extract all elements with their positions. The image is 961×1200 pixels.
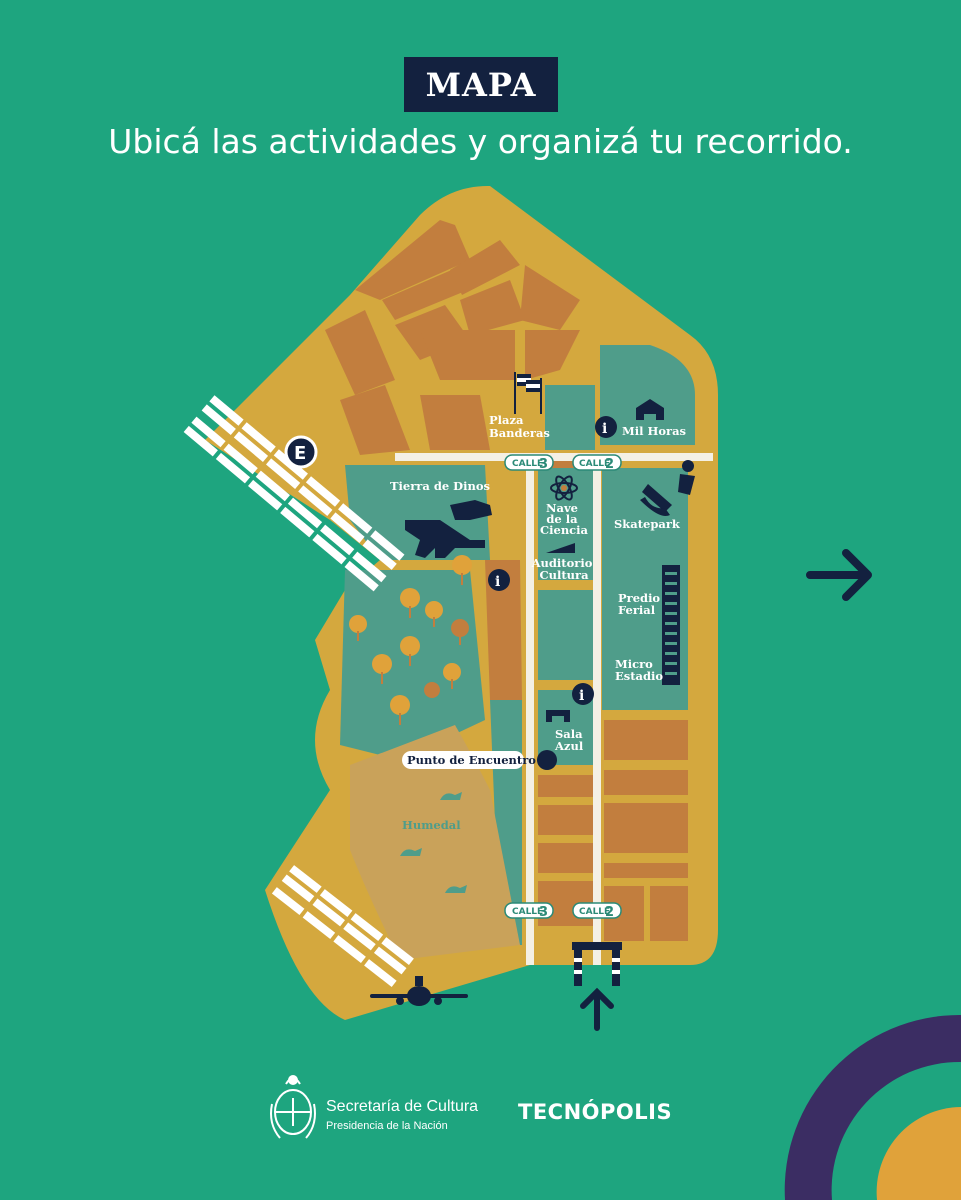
label-auditorio-cultura[interactable]: Auditorio Cultura bbox=[531, 556, 597, 582]
street-sign-calle2-bottom[interactable]: CALLE 2 bbox=[572, 902, 622, 920]
svg-text:2: 2 bbox=[605, 457, 614, 472]
info-icon-sala-azul[interactable]: i bbox=[572, 683, 594, 705]
house-icon bbox=[636, 399, 664, 420]
skater-icon bbox=[640, 460, 695, 516]
next-arrow-icon[interactable] bbox=[806, 547, 876, 603]
svg-text:CALLE: CALLE bbox=[579, 459, 610, 469]
footer-presidencia: Presidencia de la Nación bbox=[326, 1120, 448, 1132]
info-icon-mil-horas[interactable]: i bbox=[595, 416, 617, 438]
airplane-icon bbox=[370, 976, 468, 1006]
parking-south bbox=[271, 865, 414, 988]
label-micro-estadio[interactable]: Micro Estadio bbox=[615, 657, 663, 683]
dinosaur-icon bbox=[405, 500, 492, 558]
label-mil-horas[interactable]: Mil Horas bbox=[622, 424, 686, 438]
atom-icon bbox=[550, 475, 578, 501]
label-tierra-de-dinos[interactable]: Tierra de Dinos bbox=[390, 479, 490, 493]
street-sign-calle3-bottom[interactable]: CALLE 3 bbox=[504, 902, 554, 920]
label-nave-de-la-ciencia[interactable]: Nave de la Ciencia bbox=[540, 501, 589, 537]
decor-arc-orange bbox=[876, 1107, 961, 1200]
svg-text:CALLE: CALLE bbox=[512, 459, 543, 469]
north-blocks bbox=[325, 220, 598, 470]
argentina-coat-of-arms-icon bbox=[270, 1075, 316, 1139]
svg-text:3: 3 bbox=[539, 905, 548, 920]
label-sala-azul[interactable]: Sala Azul bbox=[554, 727, 587, 753]
svg-text:E: E bbox=[294, 443, 306, 464]
svg-text:CALLE: CALLE bbox=[579, 907, 610, 917]
page-title: MAPA bbox=[404, 57, 558, 112]
svg-text:3: 3 bbox=[539, 457, 548, 472]
footer-tecnopolis-logo: TECNÓPOLIS bbox=[518, 1100, 673, 1124]
page-subtitle: Ubicá las actividades y organizá tu reco… bbox=[108, 122, 853, 161]
trees bbox=[349, 555, 472, 725]
svg-text:i: i bbox=[579, 688, 584, 704]
sala-azul-icon bbox=[546, 710, 570, 722]
entrance-gate-icon bbox=[572, 942, 622, 986]
street-sign-calle3-top[interactable]: CALLE 3 bbox=[504, 454, 554, 472]
label-skatepark[interactable]: Skatepark bbox=[614, 517, 681, 531]
svg-text:Punto de Encuentro: Punto de Encuentro bbox=[407, 753, 536, 767]
roads bbox=[395, 453, 713, 965]
auditorio-icon bbox=[546, 543, 575, 553]
decor-arc-purple bbox=[784, 1014, 961, 1200]
info-icon-center[interactable]: i bbox=[488, 569, 510, 591]
parking-e-icon[interactable]: E bbox=[284, 435, 318, 469]
svg-text:2: 2 bbox=[605, 905, 614, 920]
svg-text:CALLE: CALLE bbox=[512, 907, 543, 917]
parking-north bbox=[183, 395, 405, 592]
entrance-arrow-up-icon bbox=[580, 987, 614, 1031]
south-blocks bbox=[485, 560, 688, 941]
predio-ferial-icon bbox=[662, 565, 680, 685]
label-predio-ferial[interactable]: Predio Ferial bbox=[618, 591, 664, 617]
label-humedal: Humedal bbox=[402, 818, 461, 832]
flags-icon bbox=[514, 372, 542, 414]
duck-icons bbox=[400, 792, 467, 893]
label-plaza-banderas[interactable]: Plaza Banderas bbox=[489, 413, 550, 440]
svg-text:i: i bbox=[602, 421, 607, 437]
punto-de-encuentro-marker[interactable]: Punto de Encuentro bbox=[402, 750, 557, 770]
svg-text:i: i bbox=[495, 574, 500, 590]
street-sign-calle2-top[interactable]: CALLE 2 bbox=[572, 454, 622, 472]
footer-secretaria: Secretaría de Cultura bbox=[326, 1098, 479, 1115]
humedal-area bbox=[350, 725, 520, 960]
